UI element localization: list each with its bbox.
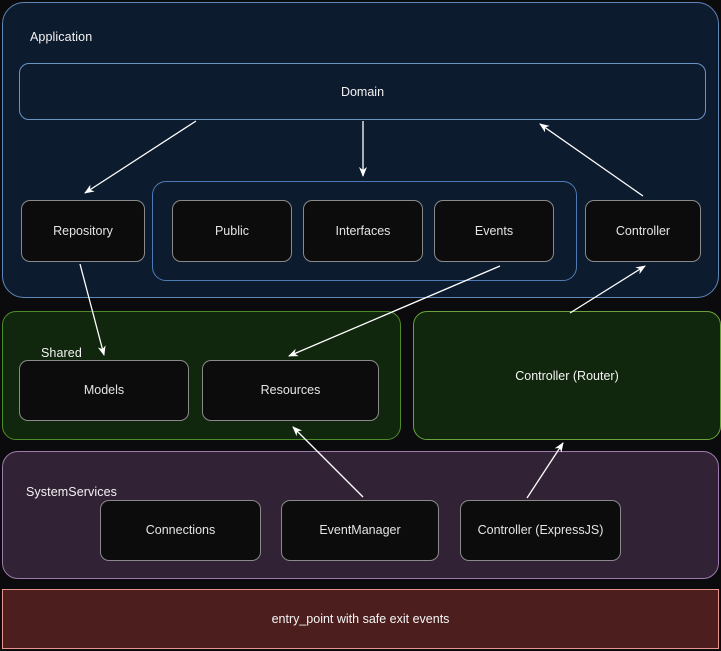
controller-expressjs-box[interactable]: Controller (ExpressJS) xyxy=(460,500,621,561)
repository-label: Repository xyxy=(53,223,113,238)
controller-router-label: Controller (Router) xyxy=(515,368,619,383)
models-box[interactable]: Models xyxy=(19,360,189,421)
controller-expressjs-label: Controller (ExpressJS) xyxy=(477,523,604,537)
resources-box[interactable]: Resources xyxy=(202,360,379,421)
connections-label: Connections xyxy=(145,523,216,537)
event-manager-box[interactable]: EventManager xyxy=(281,500,439,561)
connections-box[interactable]: Connections xyxy=(100,500,261,561)
domain-label: Domain xyxy=(340,84,385,99)
repository-box[interactable]: Repository xyxy=(21,200,145,262)
public-label: Public xyxy=(214,223,250,238)
public-box[interactable]: Public xyxy=(172,200,292,262)
application-label: Application xyxy=(30,30,93,44)
controller-box[interactable]: Controller xyxy=(585,200,701,262)
controller-label: Controller xyxy=(615,223,671,238)
interfaces-box[interactable]: Interfaces xyxy=(303,200,423,262)
events-label: Events xyxy=(474,223,514,238)
entry-point-label: entry_point with safe exit events xyxy=(271,612,450,626)
interfaces-label: Interfaces xyxy=(335,223,391,238)
models-label: Models xyxy=(83,383,125,397)
events-box[interactable]: Events xyxy=(434,200,554,262)
controller-router-box[interactable]: Controller (Router) xyxy=(413,311,721,440)
entry-point-bar[interactable]: entry_point with safe exit events xyxy=(2,589,719,649)
domain-box[interactable]: Domain xyxy=(19,63,706,120)
system-services-label: SystemServices xyxy=(26,485,118,499)
resources-label: Resources xyxy=(260,383,321,397)
event-manager-label: EventManager xyxy=(319,523,401,537)
shared-label: Shared xyxy=(41,346,82,360)
